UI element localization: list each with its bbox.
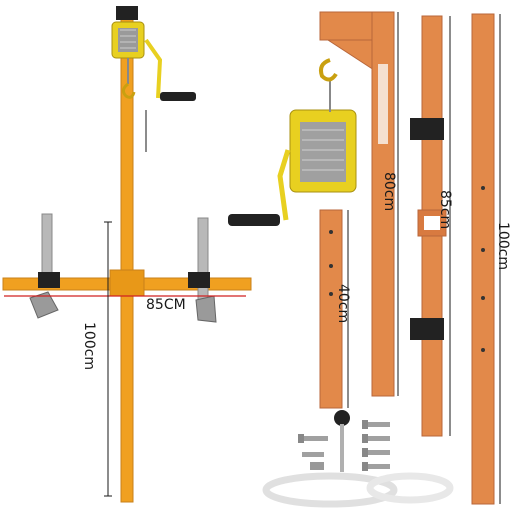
lift-hook <box>121 82 136 99</box>
standalone-winch <box>228 58 357 226</box>
lifting-strap <box>262 472 454 508</box>
middle-pole-length-label: 85cm <box>437 190 453 230</box>
l-bracket-tube <box>319 11 399 397</box>
crossbar-joint <box>109 269 145 297</box>
assembled-crane <box>2 6 252 503</box>
crossbar-width-label: 85CM <box>146 297 186 313</box>
crank-handle <box>160 92 196 101</box>
right-pole <box>471 13 501 505</box>
right-clamp-foot <box>195 295 217 323</box>
right-pole-length-label: 100cm <box>495 222 511 271</box>
bolt-set <box>298 410 390 472</box>
top-bracket <box>116 6 138 20</box>
short-pole-length-label: 40cm <box>335 284 351 324</box>
winch-hook <box>319 58 338 82</box>
pole-height-label: 100cm <box>81 322 97 371</box>
winch-crank <box>144 38 163 99</box>
bracket-length-label: 80cm <box>381 172 397 212</box>
middle-pole <box>410 15 451 437</box>
left-clamp-foot <box>29 291 59 319</box>
short-pole <box>319 209 349 409</box>
winch-handle <box>228 214 280 226</box>
